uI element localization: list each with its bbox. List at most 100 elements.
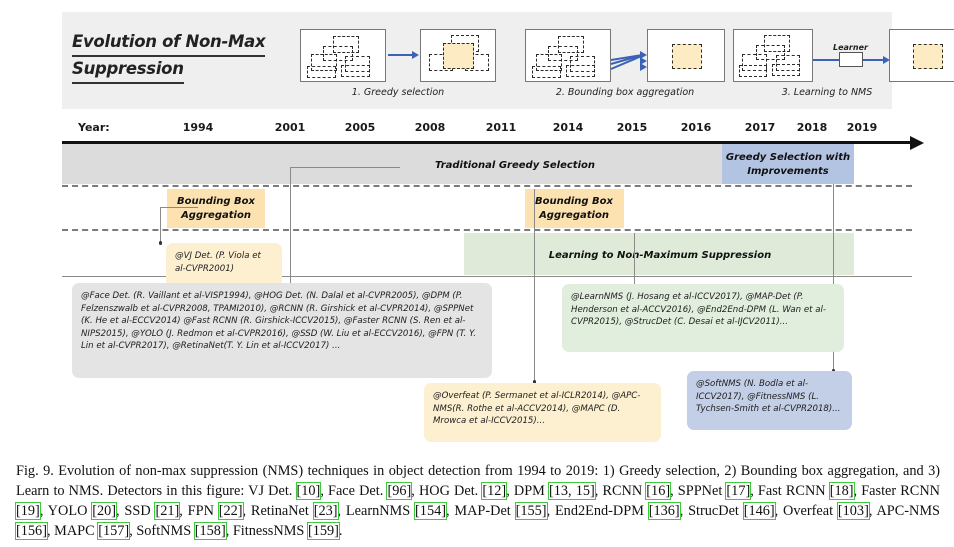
caption-t21: , FitnessNMS [225, 523, 308, 539]
card-greedy-detector-list: @Face Det. (R. Vaillant et al-VISP1994),… [72, 283, 492, 378]
box-dashed [558, 36, 584, 53]
connector-bbox-left-endpoint [158, 241, 162, 245]
ref-18: [18] [828, 482, 855, 500]
ref-22: [22] [217, 502, 244, 520]
connector-traditional-v [290, 167, 292, 283]
box-dashed [548, 46, 578, 61]
box-dashed [742, 54, 767, 71]
connector-traditional-h [290, 167, 400, 169]
band-bbox-agg-right [525, 189, 624, 228]
caption-t15: , End2End-DPM [546, 503, 649, 519]
connector-bbox-right-v [534, 189, 536, 382]
stage2-arrow-head-3 [640, 63, 647, 71]
caption-t17: , Overfeat [774, 503, 838, 519]
caption-t10: , SSD [116, 503, 156, 519]
box-dashed [764, 35, 790, 52]
caption-t5: , RCNN [594, 483, 647, 499]
stage2-arrow-head-1 [640, 51, 647, 59]
stage2-output-image [647, 29, 725, 82]
stage1-output-image [420, 29, 496, 82]
box-dashed [570, 56, 595, 72]
ref-146: [146] [742, 502, 776, 520]
caption-t20: , SoftNMS [129, 523, 195, 539]
stage-greedy-selection: 1. Greedy selection [300, 29, 496, 104]
ref-136: [136] [647, 502, 681, 520]
bbox-agg-left-line2: Aggregation [181, 210, 251, 221]
ref-158: [158] [193, 522, 227, 540]
caption-t2: , Face Det. [320, 483, 388, 499]
box-dashed [536, 54, 562, 71]
caption-t4: , DPM [506, 483, 549, 499]
ref-157: [157] [97, 522, 131, 540]
stage1-caption: 1. Greedy selection [351, 87, 445, 98]
ref-12: [12] [481, 482, 508, 500]
band-traditional-greedy [62, 144, 722, 184]
year-tick-2001: 2001 [274, 121, 306, 134]
caption-t8: , Faster RCNN [853, 483, 940, 499]
ref-16: [16] [645, 482, 672, 500]
band-label-learning-nms: Learning to Non-Maximum Suppression [548, 250, 772, 261]
connector-learning-nms-v [634, 233, 636, 285]
band-learning-to-nms [464, 233, 854, 275]
ref-154: [154] [414, 502, 447, 520]
stage1-arrow [388, 54, 414, 57]
box-dashed [345, 56, 370, 72]
connector-greedy-improved-endpoint [831, 369, 835, 373]
stage-bbox-aggregation: 2. Bounding box aggregation [525, 29, 725, 104]
connector-bbox-left-v [160, 207, 162, 243]
bbox-agg-left-line1: Bounding Box [176, 196, 256, 207]
band-bbox-agg-left [167, 189, 265, 228]
year-tick-2017: 2017 [744, 121, 776, 134]
year-tick-2008: 2008 [414, 121, 446, 134]
box-dashed [756, 45, 785, 60]
band-label-greedy-improvements: Greedy Selection with Improvements [722, 151, 854, 179]
year-tick-2014: 2014 [552, 121, 584, 134]
box-dashed [772, 64, 800, 76]
stage3-output-image [889, 29, 954, 82]
bbox-agg-right-line2: Aggregation [539, 210, 609, 221]
band-label-bbox-agg-left: Bounding Box Aggregation [160, 195, 272, 223]
year-tick-2015: 2015 [616, 121, 648, 134]
stage1-input-image [300, 29, 386, 82]
timeline-axis [62, 141, 912, 144]
connector-bbox-right-endpoint [532, 380, 536, 384]
caption-t19: , MAPC [46, 523, 99, 539]
header-panel: Evolution of Non-Max Suppression 1. Gree [62, 12, 954, 109]
figure-title-line2: Suppression [72, 57, 184, 84]
card-overfeat-group: @Overfeat (P. Sermanet et al-ICLR2014), … [424, 383, 661, 442]
box-aggregated [672, 44, 702, 69]
stage3-arrow-out [863, 59, 885, 62]
box-selected [913, 44, 943, 69]
box-dashed [323, 46, 353, 61]
stage3-arrow-in [813, 59, 839, 62]
band-label-bbox-agg-right: Bounding Box Aggregation [518, 195, 630, 223]
band-greedy-improvements [722, 144, 854, 184]
year-tick-2011: 2011 [485, 121, 517, 134]
learner-box [839, 52, 863, 67]
band-separator-2 [62, 229, 912, 231]
box-dashed [739, 65, 767, 77]
caption-t13: , LearnNMS [337, 503, 416, 519]
box-dashed [311, 54, 337, 71]
caption-t6: , SPPNet [670, 483, 727, 499]
band-label-greedy-line2: Improvements [747, 166, 829, 177]
connector-greedy-improved-v [833, 184, 835, 371]
ref-19: [19] [15, 502, 41, 520]
box-dashed [532, 66, 561, 78]
caption-t16: , StrucDet [679, 503, 744, 519]
card-vj-det: @VJ Det. (P. Viola et al-CVPR2001) [166, 243, 282, 290]
year-tick-2018: 2018 [796, 121, 828, 134]
band-separator-3 [62, 276, 912, 277]
box-dashed [341, 65, 370, 77]
band-separator-1 [62, 185, 912, 187]
caption-t9: , YOLO [39, 503, 93, 519]
year-tick-2005: 2005 [344, 121, 376, 134]
caption-t14: , MAP-Det [446, 503, 516, 519]
caption-t7: , Fast RCNN [750, 483, 830, 499]
caption-text-intro: Fig. 9. Evolution of non-max suppression… [16, 463, 940, 499]
ref-13-15: [13, 15] [547, 482, 596, 500]
ref-96: [96] [386, 482, 413, 500]
stage3-caption: 3. Learning to NMS [781, 87, 873, 98]
year-tick-2019: 2019 [846, 121, 878, 134]
box-dashed [566, 65, 595, 77]
